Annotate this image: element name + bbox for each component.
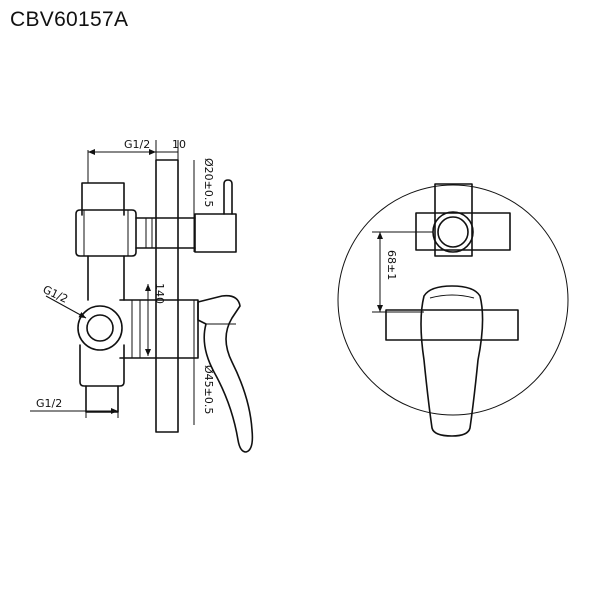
g12-mid-label: G1/2 [41, 283, 70, 306]
d20-label: Ø20±0.5 [202, 158, 215, 207]
mid-body-ring [131, 300, 141, 358]
lever-handle-front [420, 285, 484, 437]
g12-top-label: G1/2 [124, 138, 150, 151]
front-view [337, 183, 569, 437]
mid-port-inner [86, 314, 114, 342]
ten-label: 10 [172, 138, 186, 151]
lower-pipe [85, 385, 119, 413]
one-forty-label: 140 [153, 283, 166, 304]
diverter-knob [432, 211, 474, 253]
mid-body-block [119, 299, 199, 359]
cover-plate [337, 184, 569, 416]
front-dimensions: 68±1 [372, 231, 433, 313]
lever-handle [197, 294, 254, 453]
outlet-ring [145, 218, 153, 248]
lower-coupling [79, 344, 125, 387]
side-dimensions: G1/2 10 Ø20±0.5 G1/2 140 Ø45±0.5 G1/2 [30, 138, 215, 425]
lever-front-seam [429, 294, 475, 299]
g12-mid-leader [45, 295, 87, 319]
sixtyeight-label: 68±1 [385, 250, 398, 280]
mid-port-outer [77, 305, 123, 351]
wall-plate [155, 159, 179, 433]
diverter-pin [223, 179, 233, 215]
diverter-bar [415, 212, 511, 251]
side-view [75, 159, 254, 453]
d45-label: Ø45±0.5 [202, 365, 215, 414]
diverter-stem [434, 183, 473, 257]
model-code: CBV60157A [10, 8, 129, 31]
upper-coupling [75, 209, 137, 257]
lever-crossbar [385, 309, 519, 341]
coupling-detail [83, 210, 129, 256]
diverter-knob-inner [437, 216, 469, 248]
top-ext-lines [87, 140, 179, 183]
upper-outlet-pipe [135, 217, 196, 249]
body-column [87, 255, 125, 301]
g12-bottom-label: G1/2 [36, 397, 62, 410]
diverter-body [194, 213, 237, 253]
